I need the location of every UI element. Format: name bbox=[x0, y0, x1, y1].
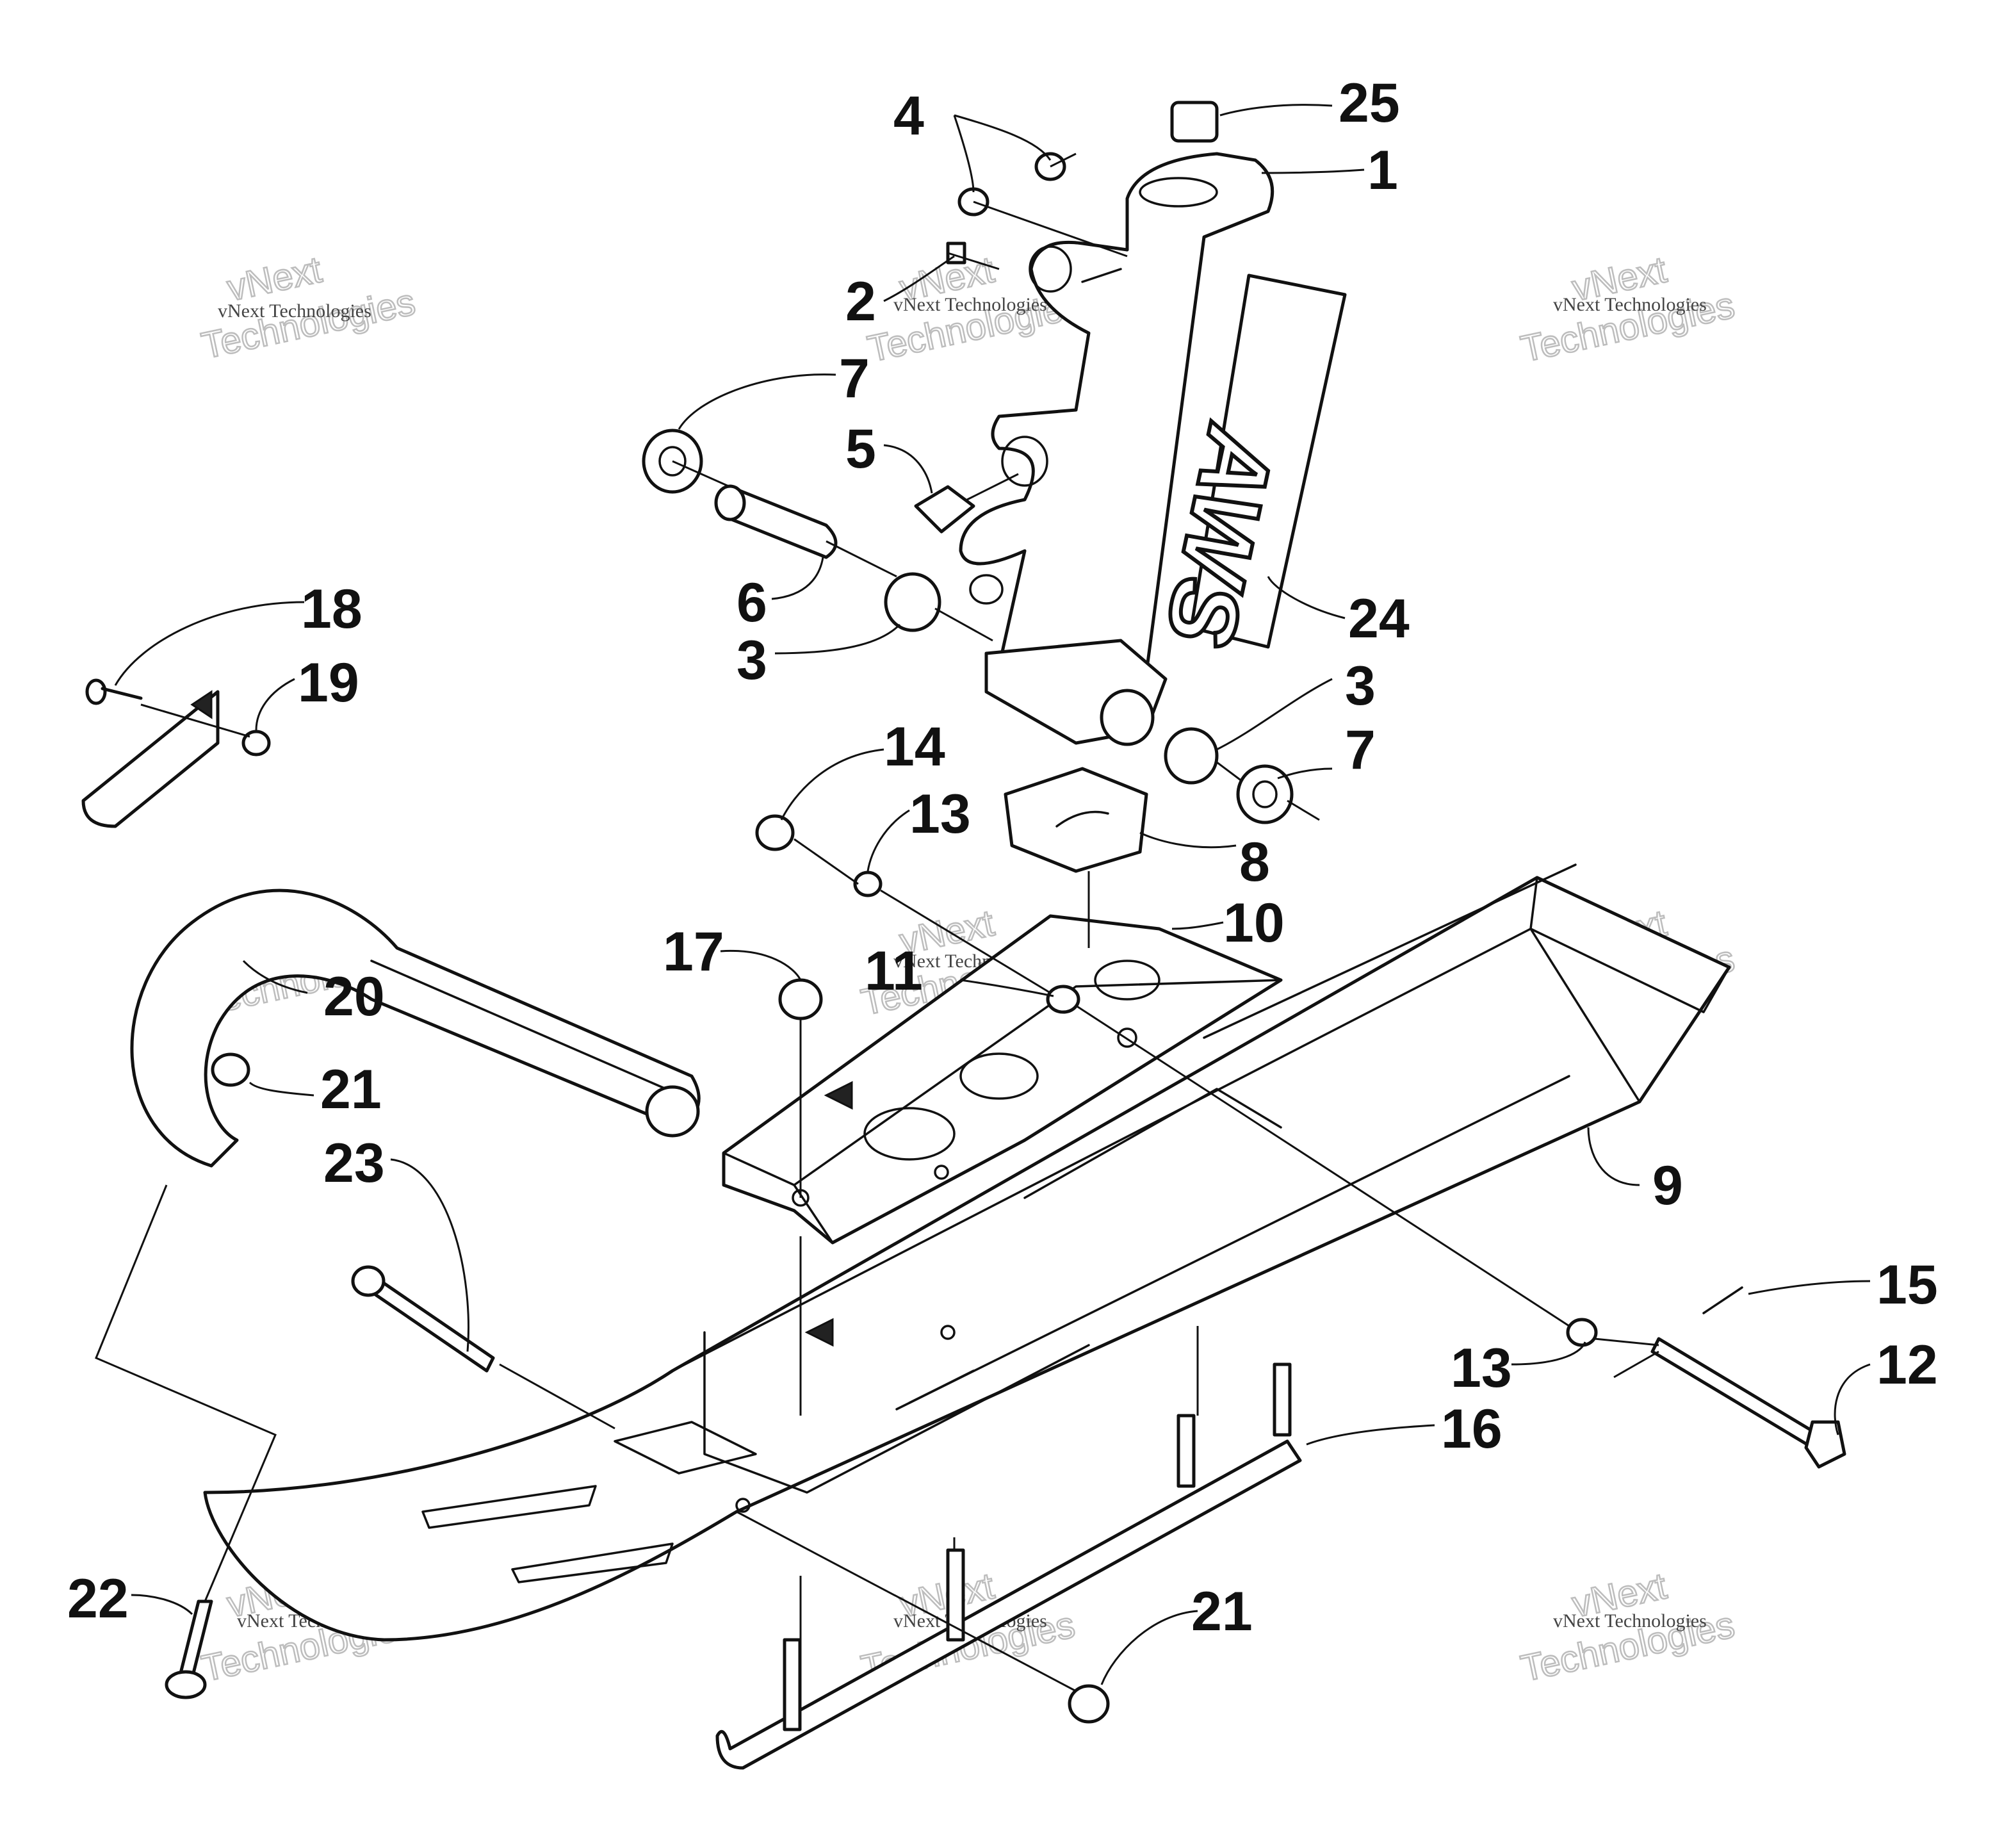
clamp-part-18-19 bbox=[81, 678, 271, 828]
bolt-part-23 bbox=[351, 1265, 495, 1373]
callout-1: 1 bbox=[1367, 140, 1398, 201]
washers-part-4 bbox=[957, 152, 1066, 217]
svg-text:vNext Technologies: vNext Technologies bbox=[893, 294, 1047, 315]
callout-13-upper: 13 bbox=[909, 783, 971, 845]
watermark-top-right: vNext Technologies vNext Technologies bbox=[1517, 248, 1739, 371]
callout-23: 23 bbox=[323, 1133, 385, 1194]
nut-part-17 bbox=[778, 978, 823, 1020]
arrow-markers bbox=[190, 690, 853, 1347]
callout-25: 25 bbox=[1339, 72, 1400, 134]
ski-loop-part-20 bbox=[130, 888, 701, 1168]
callout-7-upper: 7 bbox=[839, 348, 870, 409]
watermark-bottom-right: vNext Technologies vNext Technologies bbox=[1517, 1564, 1739, 1690]
callout-5: 5 bbox=[845, 418, 876, 480]
washer-part-13-upper bbox=[853, 871, 883, 897]
bushing-part-3-lower bbox=[1164, 727, 1219, 785]
callout-16: 16 bbox=[1441, 1398, 1502, 1460]
bushing-part-7-lower bbox=[1236, 764, 1294, 824]
callout-18: 18 bbox=[301, 578, 362, 640]
ski-body-part-9 bbox=[203, 863, 1731, 1642]
callout-22: 22 bbox=[67, 1568, 129, 1630]
callout-8: 8 bbox=[1239, 831, 1270, 893]
callout-20: 20 bbox=[323, 966, 385, 1027]
callout-leaders bbox=[114, 104, 1871, 1685]
bushing-part-5 bbox=[914, 485, 975, 534]
damper-block-part-8 bbox=[1004, 767, 1148, 873]
callout-7-lower: 7 bbox=[1345, 719, 1376, 781]
bolt-part-12 bbox=[1650, 1337, 1846, 1469]
callout-numbers: 25 1 4 2 7 5 6 3 24 3 7 18 19 14 13 8 10… bbox=[67, 72, 1938, 1642]
callout-19: 19 bbox=[298, 652, 359, 714]
nut-part-21-lower bbox=[1068, 1684, 1110, 1724]
svg-text:vNext Technologies: vNext Technologies bbox=[218, 300, 371, 322]
assembly-lines bbox=[95, 152, 1659, 1692]
callout-2: 2 bbox=[845, 271, 876, 332]
wear-bar-part-16 bbox=[715, 1362, 1302, 1770]
svg-text:vNext Technologies: vNext Technologies bbox=[1553, 294, 1707, 315]
spindle-part-1 bbox=[959, 152, 1274, 746]
nut-part-14 bbox=[755, 814, 795, 851]
callout-21-upper: 21 bbox=[320, 1059, 382, 1120]
callout-13-lower: 13 bbox=[1451, 1337, 1512, 1399]
callout-3-upper: 3 bbox=[737, 630, 767, 691]
sleeve-part-6 bbox=[714, 484, 838, 559]
callout-17: 17 bbox=[663, 921, 724, 983]
callout-9: 9 bbox=[1652, 1155, 1683, 1216]
bushing-part-3-upper bbox=[884, 572, 941, 632]
cotter-pin-part-15 bbox=[1702, 1286, 1743, 1314]
saddle-part-10 bbox=[722, 914, 1283, 1245]
callout-21-lower: 21 bbox=[1191, 1581, 1253, 1642]
callout-14: 14 bbox=[884, 716, 945, 778]
callout-4: 4 bbox=[893, 85, 924, 147]
callout-3-lower: 3 bbox=[1345, 655, 1376, 717]
callout-12: 12 bbox=[1877, 1334, 1938, 1396]
callout-11: 11 bbox=[865, 940, 923, 1002]
callout-10: 10 bbox=[1223, 892, 1285, 954]
watermark-top-left: vNext Technologies vNext Technologies bbox=[197, 248, 419, 368]
callout-24: 24 bbox=[1348, 588, 1410, 650]
washer-part-13-lower bbox=[1566, 1318, 1598, 1347]
nut-part-21-upper bbox=[211, 1052, 250, 1087]
washer-part-11 bbox=[1046, 985, 1080, 1014]
callout-6: 6 bbox=[737, 572, 767, 634]
svg-text:vNext Technologies: vNext Technologies bbox=[1553, 1610, 1707, 1631]
bolt-part-22 bbox=[165, 1599, 213, 1699]
callout-15: 15 bbox=[1877, 1254, 1938, 1316]
plug-part-25 bbox=[1170, 101, 1219, 143]
